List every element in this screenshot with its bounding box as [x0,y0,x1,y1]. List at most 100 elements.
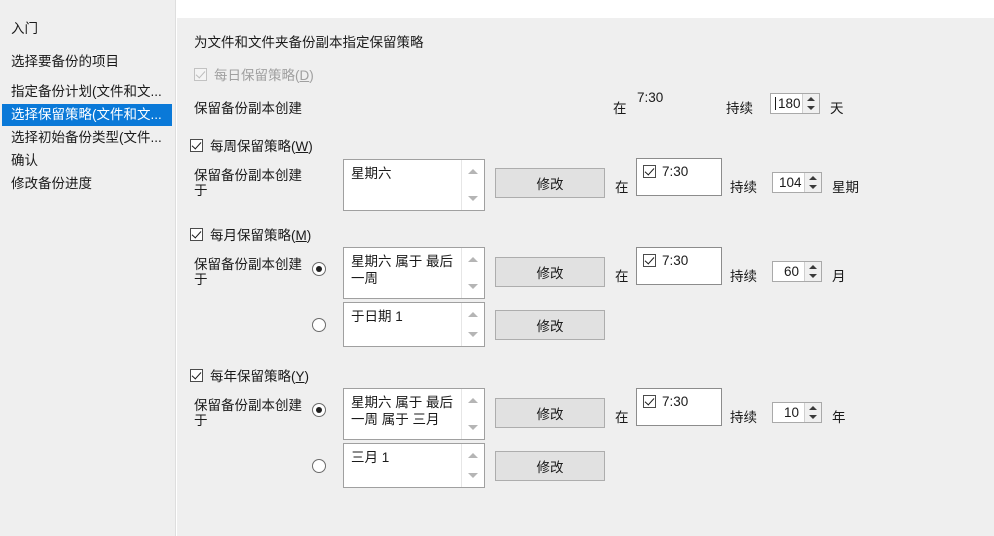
yearly-option-b-modify-button[interactable]: 修改 [495,451,605,481]
chevron-down-icon[interactable] [468,473,478,478]
content-top-strip [177,0,994,18]
weekly-modify-button[interactable]: 修改 [495,168,605,198]
monthly-option-a-listbox[interactable]: 星期六 属于 最后一周 [343,247,485,299]
yearly-time-listbox[interactable]: 7:30 [636,388,722,426]
yearly-option-b-value: 三月 1 [351,450,390,465]
spinner-up-icon[interactable] [809,406,817,410]
weekly-retention-checkbox-row[interactable]: 每周保留策略(W) [190,135,313,155]
spinner-down-icon[interactable] [809,274,817,278]
monthly-keep-copies-label: 保留备份副本创建于 [194,257,302,287]
content-pane: 为文件和文件夹备份副本指定保留策略 每日保留策略(D) 保留备份副本创建 在 7… [177,0,994,536]
monthly-time-item[interactable]: 7:30 [643,253,688,268]
checkbox-icon[interactable] [643,395,656,408]
sidebar-item-select-retention-policy[interactable]: 选择保留策略(文件和文... [2,104,172,126]
monthly-option-b-scrollbar[interactable] [461,303,484,346]
daily-at-label: 在 [613,101,627,116]
weekly-duration-spinner[interactable]: 104 [772,172,822,193]
weekly-schedule-listbox[interactable]: 星期六 [343,159,485,211]
sidebar-item-label: 确认 [11,153,38,168]
yearly-duration-unit: 年 [832,410,846,425]
sidebar-item-label: 选择初始备份类型(文件... [11,130,162,145]
weekly-time-listbox[interactable]: 7:30 [636,158,722,196]
chevron-down-icon[interactable] [468,425,478,430]
sidebar-item-getting-started[interactable]: 入门 [2,18,172,40]
chevron-up-icon[interactable] [468,169,478,174]
spinner-buttons[interactable] [804,262,821,281]
wizard-step-sidebar: 入门 选择要备份的项目 指定备份计划(文件和文... 选择保留策略(文件和文..… [0,0,176,536]
chevron-up-icon[interactable] [468,257,478,262]
weekly-at-label: 在 [615,180,629,195]
checkbox-icon[interactable] [190,368,203,382]
monthly-duration-value: 60 [784,264,800,279]
spinner-down-icon[interactable] [809,185,817,189]
spinner-down-icon[interactable] [807,106,815,110]
sidebar-item-label: 选择要备份的项目 [11,54,119,69]
checkbox-icon[interactable] [194,67,207,81]
monthly-option-a-value: 星期六 属于 最后一周 [351,254,454,286]
chevron-up-icon[interactable] [468,453,478,458]
weekly-keep-copies-label: 保留备份副本创建于 [194,168,302,198]
monthly-option-b-modify-button[interactable]: 修改 [495,310,605,340]
monthly-time-listbox[interactable]: 7:30 [636,247,722,285]
yearly-time-item[interactable]: 7:30 [643,394,688,409]
checkbox-icon[interactable] [643,165,656,178]
yearly-option-a-value: 星期六 属于 最后一周 属于 三月 [351,395,454,427]
monthly-duration-spinner[interactable]: 60 [772,261,822,282]
yearly-option-a-modify-button[interactable]: 修改 [495,398,605,428]
spinner-up-icon[interactable] [807,97,815,101]
sidebar-item-select-items[interactable]: 选择要备份的项目 [2,51,172,73]
monthly-option-a-radio[interactable] [312,262,326,276]
checkbox-icon[interactable] [190,138,203,152]
monthly-option-a-modify-button[interactable]: 修改 [495,257,605,287]
monthly-option-b-listbox[interactable]: 于日期 1 [343,302,485,347]
sidebar-item-select-initial-backup-type[interactable]: 选择初始备份类型(文件... [2,127,172,149]
sidebar-item-label: 指定备份计划(文件和文... [11,84,162,99]
sidebar-item-specify-schedule[interactable]: 指定备份计划(文件和文... [2,81,172,103]
daily-keep-copies-label: 保留备份副本创建 [194,101,302,116]
spinner-buttons[interactable] [802,94,819,113]
chevron-down-icon[interactable] [468,196,478,201]
spinner-down-icon[interactable] [809,415,817,419]
weekly-duration-unit: 星期 [832,180,859,195]
yearly-option-b-listbox[interactable]: 三月 1 [343,443,485,488]
checkbox-icon[interactable] [643,254,656,267]
spinner-buttons[interactable] [804,173,821,192]
monthly-option-a-scrollbar[interactable] [461,248,484,298]
sidebar-item-modify-backup-progress[interactable]: 修改备份进度 [2,173,172,195]
text-caret [775,97,776,110]
weekly-duration-label: 持续 [730,180,757,195]
spinner-buttons[interactable] [804,403,821,422]
yearly-retention-label: 每年保留策略(Y) [210,369,310,384]
yearly-option-a-listbox[interactable]: 星期六 属于 最后一周 属于 三月 [343,388,485,440]
checkbox-icon[interactable] [190,227,203,241]
yearly-retention-checkbox-row[interactable]: 每年保留策略(Y) [190,365,309,385]
chevron-down-icon[interactable] [468,332,478,337]
monthly-retention-checkbox-row[interactable]: 每月保留策略(M) [190,224,311,244]
yearly-option-b-scrollbar[interactable] [461,444,484,487]
weekly-time-item[interactable]: 7:30 [643,164,688,179]
monthly-duration-unit: 月 [832,269,846,284]
weekly-schedule-scrollbar[interactable] [461,160,484,210]
daily-retention-label: 每日保留策略(D) [214,68,314,83]
spinner-up-icon[interactable] [809,176,817,180]
monthly-retention-label: 每月保留策略(M) [210,228,312,243]
daily-retention-checkbox-row[interactable]: 每日保留策略(D) [194,64,314,84]
yearly-keep-copies-label: 保留备份副本创建于 [194,398,302,428]
sidebar-item-label: 修改备份进度 [11,176,92,191]
daily-duration-spinner[interactable]: 180 [770,93,820,114]
chevron-up-icon[interactable] [468,312,478,317]
chevron-down-icon[interactable] [468,284,478,289]
yearly-duration-spinner[interactable]: 10 [772,402,822,423]
weekly-schedule-value: 星期六 [351,166,392,181]
sidebar-item-confirmation[interactable]: 确认 [2,150,172,172]
chevron-up-icon[interactable] [468,398,478,403]
spinner-up-icon[interactable] [809,265,817,269]
monthly-option-b-radio[interactable] [312,318,326,332]
yearly-at-label: 在 [615,410,629,425]
weekly-retention-label: 每周保留策略(W) [210,139,313,154]
yearly-option-a-scrollbar[interactable] [461,389,484,439]
yearly-option-a-radio[interactable] [312,403,326,417]
yearly-option-b-radio[interactable] [312,459,326,473]
daily-duration-value: 180 [778,96,801,111]
